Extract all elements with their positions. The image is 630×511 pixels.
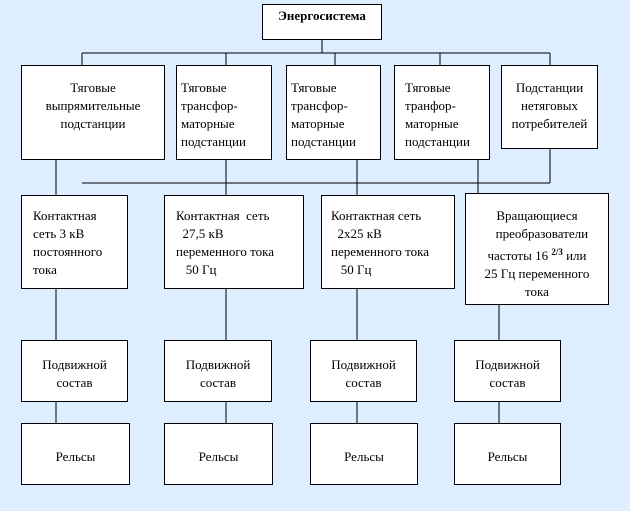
rails-box: Рельсы <box>21 423 130 485</box>
contact-network-box-3kv-dc: Контактная сеть 3 кВ постоянного тока <box>21 195 128 289</box>
energy-system-label: Энергосистема <box>278 8 366 23</box>
substation-label-line: подстанции <box>291 134 356 149</box>
rolling-stock-label-line: Подвижной <box>475 357 540 372</box>
rolling-stock-box: Подвижной состав <box>310 340 417 402</box>
frequency-or-text: или <box>562 248 587 263</box>
network-label-line: переменного тока <box>176 244 275 259</box>
network-label-line: 2х25 кВ <box>331 226 382 241</box>
frequency-fraction-superscript: 2/3 <box>551 247 563 257</box>
rails-label: Рельсы <box>55 449 96 464</box>
network-label-line: Вращающиеся <box>496 208 578 223</box>
contact-network-box-27kv-ac: Контактная сеть 27,5 кВ переменного тока… <box>164 195 304 289</box>
network-label-line: 27,5 кВ <box>176 226 224 241</box>
network-label-line: Контактная сеть <box>176 208 270 223</box>
rolling-stock-box: Подвижной состав <box>164 340 272 402</box>
substation-label-line: потребителей <box>511 116 588 131</box>
substation-label-line: нетяговых <box>520 98 579 113</box>
substation-label-line: Подстанции <box>515 80 584 95</box>
network-label-line: сеть 3 кВ <box>33 226 85 241</box>
rolling-stock-box: Подвижной состав <box>21 340 128 402</box>
rolling-stock-label-line: состав <box>56 375 93 390</box>
frequency-converter-box: Вращающиеся преобразователи частоты 16 2… <box>465 193 609 305</box>
substation-label-line: маторные <box>181 116 235 131</box>
rolling-stock-label-line: Подвижной <box>331 357 396 372</box>
substation-label-line: подстанции <box>181 134 246 149</box>
network-label-line: Контактная <box>33 208 97 223</box>
substation-label-line: Тяговые <box>70 80 116 95</box>
rails-label: Рельсы <box>198 449 239 464</box>
rolling-stock-box: Подвижной состав <box>454 340 561 402</box>
substation-box-transformer-1: Тяговые трансфор- маторные подстанции <box>176 65 272 160</box>
rolling-stock-label-line: состав <box>345 375 382 390</box>
network-label-line: 50 Гц <box>176 262 217 277</box>
substation-label-line: Тяговые <box>291 80 337 95</box>
frequency-text: частоты 16 <box>487 248 549 263</box>
substation-box-transformer-3: Тяговые транфор- маторные подстанции <box>394 65 490 160</box>
rolling-stock-label-line: Подвижной <box>185 357 251 372</box>
substation-box-rectifier: Тяговые выпрямительные подстанции <box>21 65 165 160</box>
rails-label: Рельсы <box>487 449 528 464</box>
rolling-stock-label-line: Подвижной <box>42 357 107 372</box>
energy-system-box: Энергосистема <box>262 4 382 40</box>
network-label-line: 25 Гц переменного <box>484 266 590 281</box>
substation-label-line: выпрямительные <box>45 98 141 113</box>
substation-box-non-traction: Подстанции нетяговых потребителей <box>501 65 598 149</box>
network-label-line: тока <box>525 284 549 299</box>
network-label-line-frequency: частоты 16 2/3 или <box>466 243 608 265</box>
contact-network-box-2x25kv-ac: Контактная сеть 2х25 кВ переменного тока… <box>321 195 455 289</box>
rails-label: Рельсы <box>344 449 384 464</box>
substation-box-transformer-2: Тяговые трансфор- маторные подстанции <box>286 65 381 160</box>
rolling-stock-label-line: состав <box>199 375 237 390</box>
network-label-line: тока <box>33 262 57 277</box>
rails-box: Рельсы <box>164 423 273 485</box>
substation-label-line: трансфор- <box>181 98 238 113</box>
substation-label-line: Тяговые <box>405 80 451 95</box>
rails-box: Рельсы <box>310 423 418 485</box>
substation-label-line: Тяговые <box>181 80 227 95</box>
substation-label-line: транфор- <box>405 98 456 113</box>
network-label-line: постоянного <box>33 244 103 259</box>
network-label-line: 50 Гц <box>331 262 372 277</box>
network-label-line: Контактная сеть <box>331 208 422 223</box>
substation-label-line: маторные <box>291 116 345 131</box>
network-label-line: переменного тока <box>331 244 430 259</box>
substation-label-line: маторные <box>405 116 459 131</box>
rolling-stock-label-line: состав <box>489 375 526 390</box>
substation-label-line: трансфор- <box>291 98 348 113</box>
substation-label-line: подстанции <box>405 134 470 149</box>
substation-label-line: подстанции <box>60 116 126 131</box>
rails-box: Рельсы <box>454 423 561 485</box>
network-label-line: преобразователи <box>485 226 589 241</box>
